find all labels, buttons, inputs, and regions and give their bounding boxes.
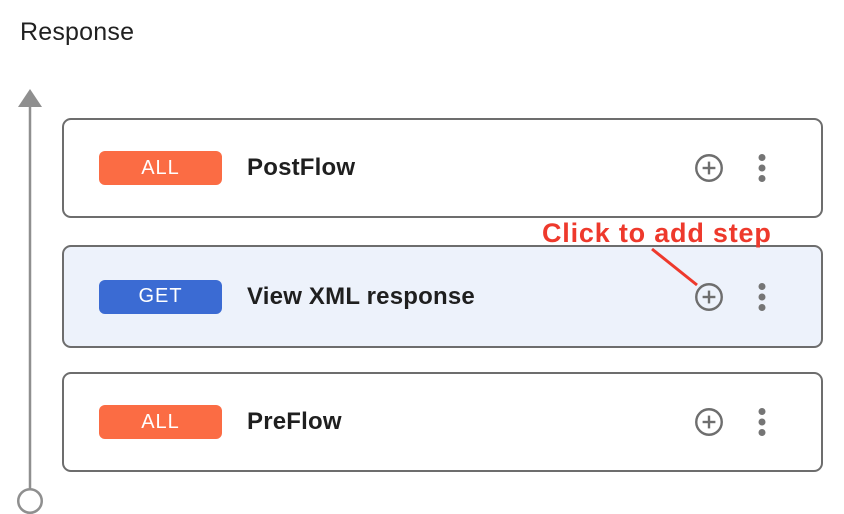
verb-badge: GET (99, 279, 222, 314)
add-step-button[interactable] (694, 282, 724, 312)
up-arrowhead-icon (18, 89, 42, 107)
flow-card-view-xml-response[interactable]: GET View XML response (62, 245, 823, 348)
verb-badge: ALL (99, 405, 222, 439)
flow-start-circle-icon (17, 488, 43, 514)
more-options-button[interactable] (758, 407, 766, 437)
kebab-menu-icon (758, 154, 766, 182)
more-options-button[interactable] (758, 153, 766, 183)
flow-card-title: PostFlow (247, 154, 356, 181)
card-actions (694, 407, 766, 437)
flow-direction-arrow (17, 89, 43, 514)
kebab-menu-icon (758, 408, 766, 436)
plus-circle-icon (695, 408, 723, 436)
card-actions (694, 282, 766, 312)
plus-circle-icon (695, 282, 723, 311)
annotation-click-to-add-step: Click to add step (542, 218, 772, 248)
flow-card-postflow[interactable]: ALL PostFlow (62, 118, 823, 218)
kebab-menu-icon (758, 282, 766, 311)
add-step-button[interactable] (694, 407, 724, 437)
flow-card-preflow[interactable]: ALL PreFlow (62, 372, 823, 472)
card-actions (694, 153, 766, 183)
flow-card-title: View XML response (247, 282, 475, 310)
flow-card-title: PreFlow (247, 408, 342, 435)
add-step-button[interactable] (694, 153, 724, 183)
more-options-button[interactable] (758, 282, 766, 312)
plus-circle-icon (695, 154, 723, 182)
verb-badge: ALL (99, 151, 222, 185)
page-title: Response (20, 18, 135, 46)
